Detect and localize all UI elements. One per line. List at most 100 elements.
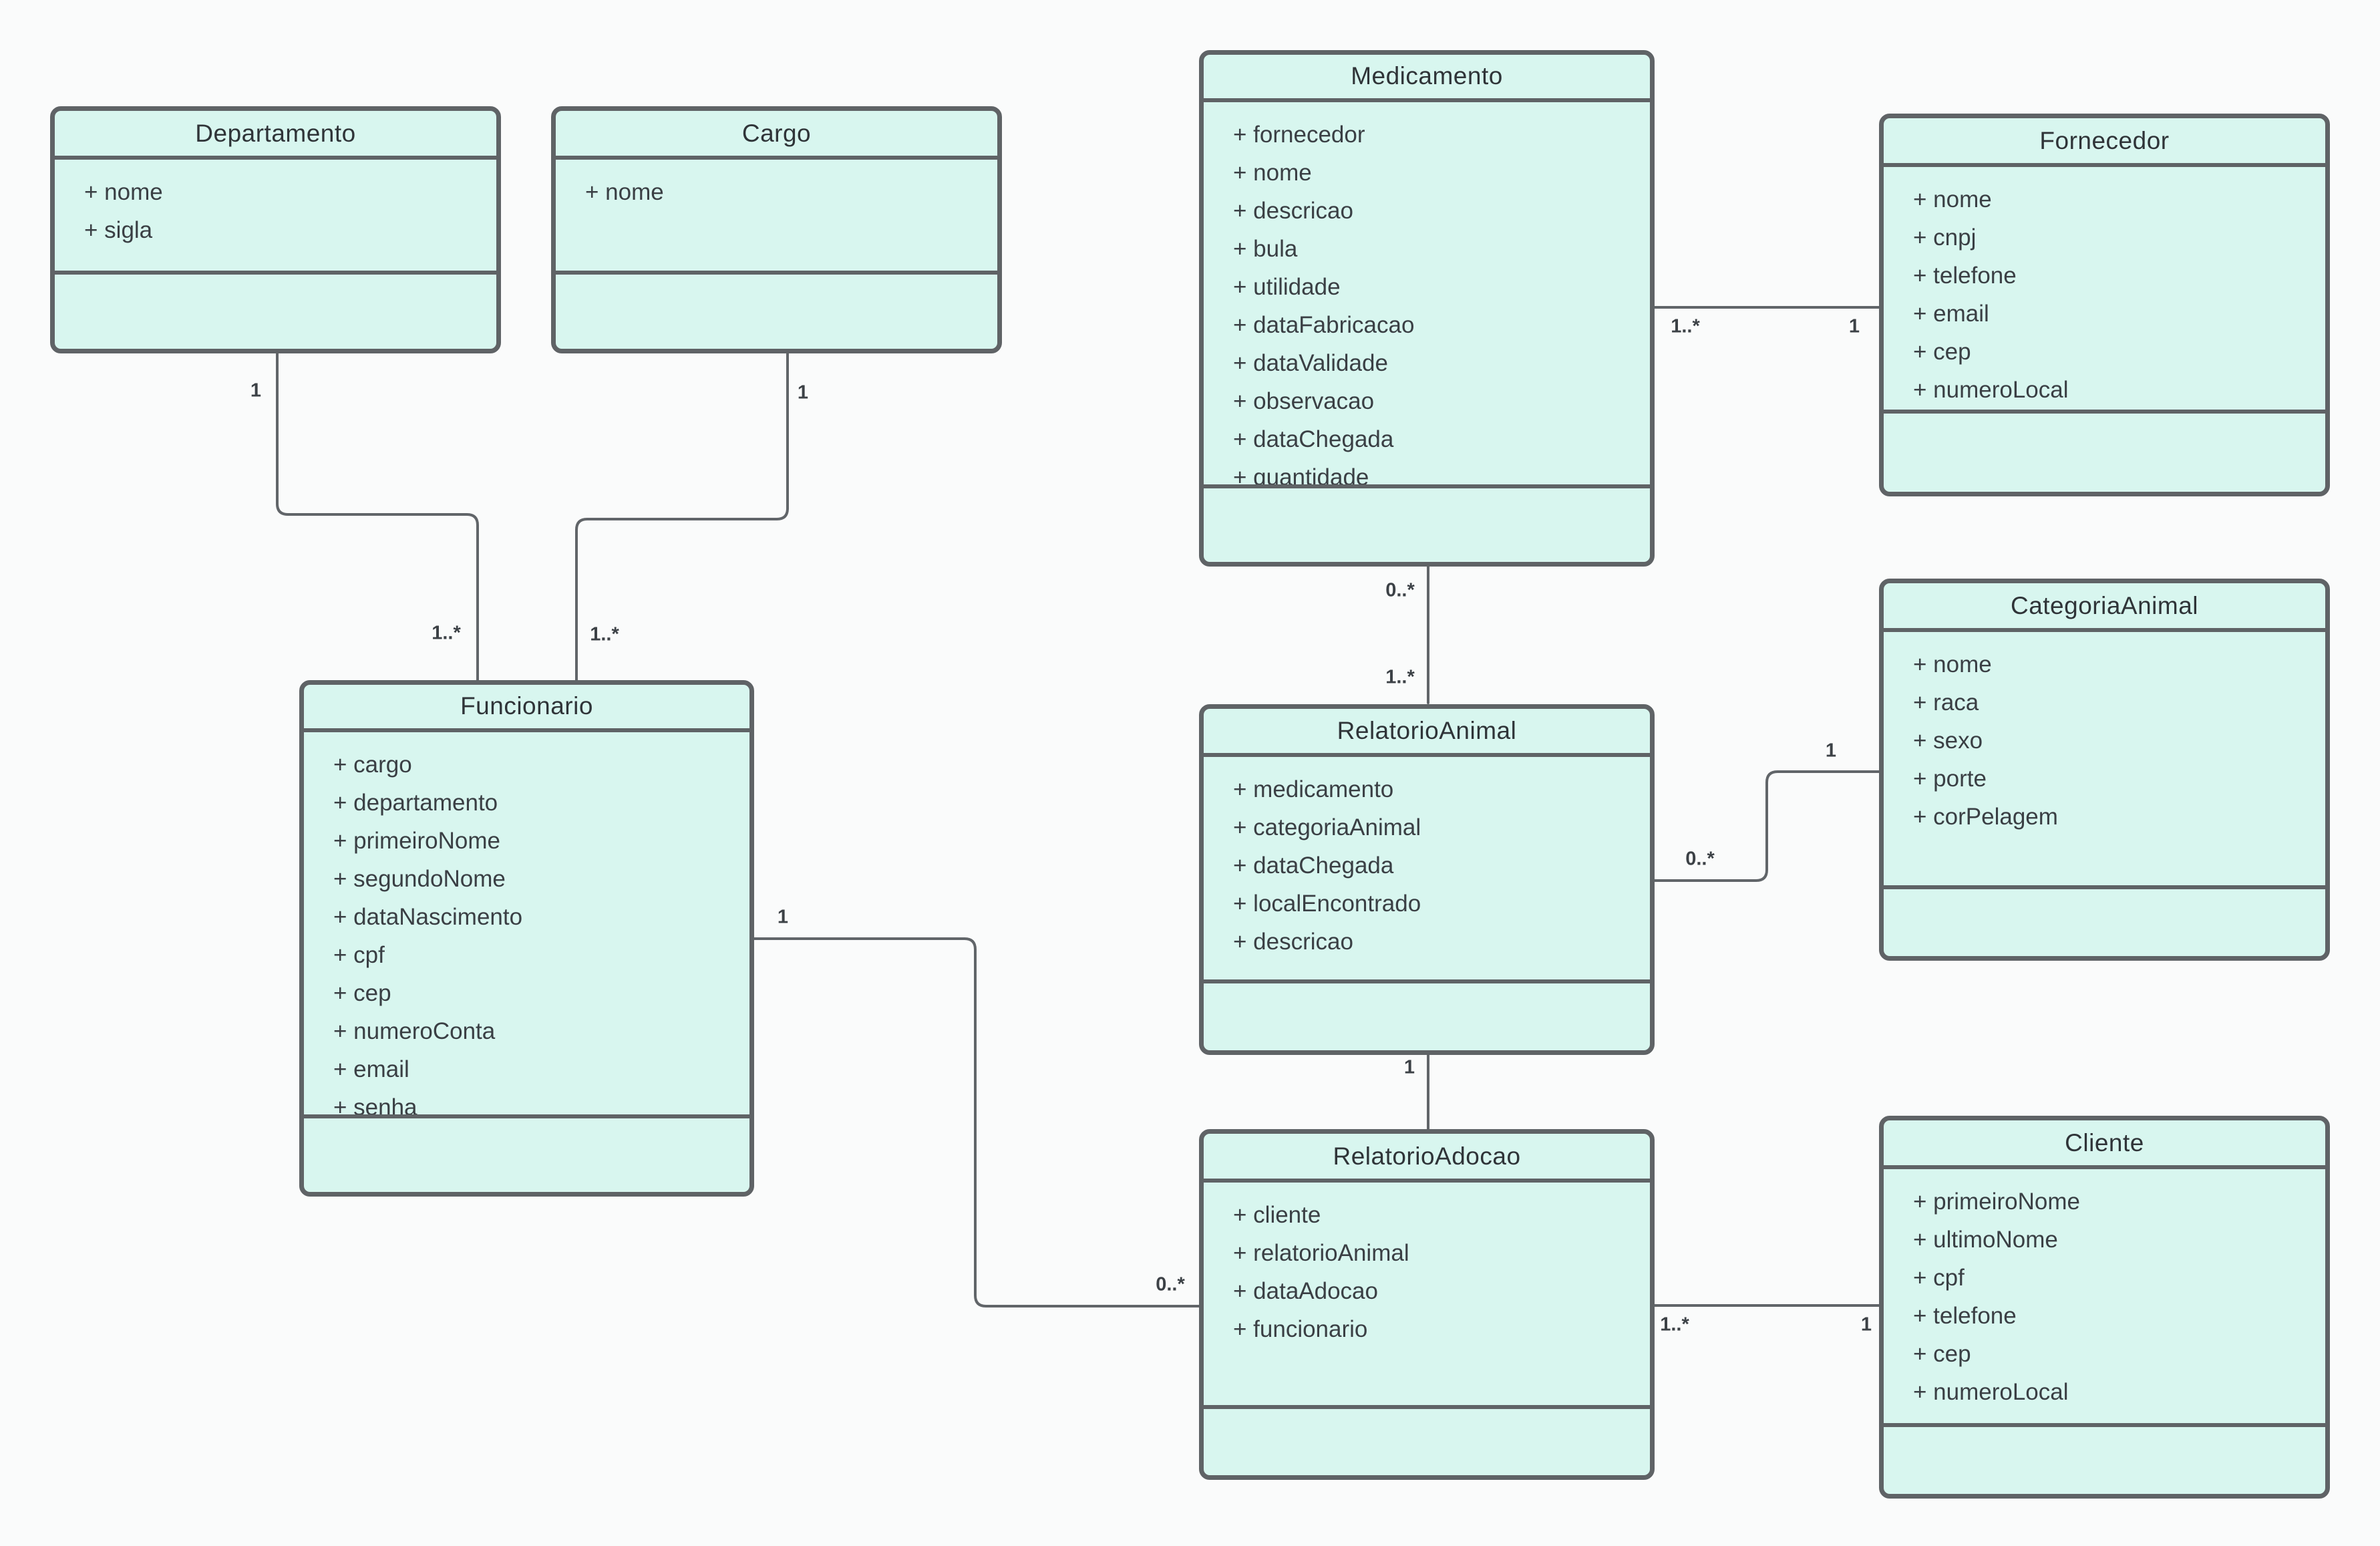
attribute: + nome (1913, 186, 1992, 212)
attribute: + fornecedor (1233, 121, 1365, 148)
connector-departamento-funcionario[interactable] (276, 352, 479, 681)
class-title-cargo: Cargo (556, 111, 997, 160)
class-attributes-departamento: + nome + sigla (55, 160, 496, 271)
attribute: + telefone (1913, 263, 2017, 289)
class-methods-relatorioanimal (1204, 979, 1650, 1050)
class-methods-cliente (1884, 1423, 2325, 1494)
attribute: + bula (1233, 235, 1298, 262)
attribute: + email (333, 1056, 409, 1082)
class-methods-relatorioadocao (1204, 1405, 1650, 1475)
class-attributes-funcionario: + cargo + departamento + primeiroNome + seg… (304, 732, 749, 1115)
attribute: + telefone (1913, 1303, 2017, 1329)
attribute: + porte (1913, 766, 1987, 792)
attribute: + dataChegada (1233, 426, 1394, 452)
multiplicity-label-relatorioadocao-cliente-1[interactable]: 1 (1860, 1313, 1872, 1336)
attribute: + corPelagem (1913, 804, 2058, 830)
attribute: + numeroLocal (1913, 1379, 2069, 1405)
class-attributes-relatorioanimal: + medicamento + categoriaAnimal + dataCheg… (1204, 757, 1650, 979)
attribute: + relatorioAnimal (1233, 1240, 1409, 1266)
class-title-categoriaanimal: CategoriaAnimal (1884, 583, 2325, 632)
attribute: + dataFabricacao (1233, 311, 1415, 338)
multiplicity-label-medicamento-fornecedor-0[interactable]: 1..* (1671, 315, 1700, 337)
multiplicity-label-medicamento-relatorioanimal-1[interactable]: 1..* (1385, 666, 1415, 688)
attribute: + senha (333, 1094, 417, 1115)
attribute: + quantidade (1233, 464, 1369, 484)
connector-funcionario-relatorioadocao[interactable] (753, 937, 1200, 1307)
attribute: + dataChegada (1233, 853, 1394, 879)
class-title-fornecedor: Fornecedor (1884, 118, 2325, 167)
class-title-funcionario: Funcionario (304, 685, 749, 732)
class-attributes-medicamento: + fornecedor+ nome+ descricao+ bula+ uti… (1204, 102, 1650, 484)
multiplicity-label-departamento-funcionario-0[interactable]: 1 (250, 379, 262, 402)
attribute: + medicamento (1233, 776, 1394, 802)
class-title-cliente: Cliente (1884, 1120, 2325, 1169)
multiplicity-label-medicamento-fornecedor-1[interactable]: 1 (1848, 315, 1860, 337)
attribute: + cargo (333, 751, 412, 778)
attribute: + nome (585, 179, 664, 205)
multiplicity-label-cargo-funcionario-1[interactable]: 1..* (590, 623, 619, 645)
attribute: + numeroLocal (1913, 377, 2069, 403)
attribute: + observacao (1233, 388, 1375, 414)
multiplicity-label-medicamento-relatorioanimal-0[interactable]: 0..* (1385, 579, 1415, 601)
connector-relatorioanimal-categoriaanimal[interactable] (1653, 770, 1880, 882)
attribute: + primeiroNome (333, 827, 500, 854)
attribute: + sigla (84, 217, 153, 243)
attribute: + nome (1913, 651, 1992, 677)
class-relatorioanimal[interactable]: RelatorioAnimal + medicamento + categoriaA… (1199, 704, 1655, 1055)
connector-cargo-funcionario[interactable] (575, 352, 789, 681)
attribute: + cliente (1233, 1202, 1321, 1228)
class-title-relatorioadocao: RelatorioAdocao (1204, 1134, 1650, 1183)
attribute: + cnpj (1913, 224, 1977, 251)
class-attributes-cliente: + primeiroNome+ ultimoNome+ cpf+ telefon… (1884, 1169, 2325, 1423)
attribute: + dataValidade (1233, 349, 1388, 376)
attribute: + localEncontrado (1233, 891, 1421, 917)
attribute: + dataNascimento (333, 903, 523, 930)
attribute: + cpf (333, 941, 385, 968)
multiplicity-label-cargo-funcionario-0[interactable]: 1 (797, 381, 809, 404)
class-attributes-fornecedor: + nome + cnpj + telefone + email + cep + nume… (1884, 167, 2325, 410)
multiplicity-label-relatorioadocao-cliente-0[interactable]: 1..* (1660, 1313, 1689, 1336)
attribute: + utilidade (1233, 273, 1341, 300)
multiplicity-label-departamento-funcionario-1[interactable]: 1..* (432, 622, 461, 644)
class-cliente[interactable]: Cliente+ primeiroNome+ ultimoNome+ cpf+ … (1879, 1116, 2330, 1499)
attribute: + sexo (1913, 728, 1983, 754)
attribute: + nome (84, 179, 163, 205)
class-categoriaanimal[interactable]: CategoriaAnimal + nome + raca + sexo + porte… (1879, 579, 2330, 961)
attribute: + cep (1913, 1341, 1971, 1367)
class-medicamento[interactable]: Medicamento+ fornecedor+ nome+ descricao… (1199, 50, 1655, 567)
class-attributes-relatorioadocao: + cliente + relatorioAnimal + dataAdocao + … (1204, 1183, 1650, 1405)
multiplicity-label-relatorioanimal-categoriaanimal-1[interactable]: 1 (1825, 740, 1837, 762)
class-attributes-categoriaanimal: + nome + raca + sexo + porte + corPelagem (1884, 632, 2325, 885)
attribute: + dataAdocao (1233, 1278, 1378, 1304)
attribute: + segundoNome (333, 865, 506, 892)
class-title-relatorioanimal: RelatorioAnimal (1204, 709, 1650, 757)
attribute: + raca (1913, 689, 1979, 716)
multiplicity-label-funcionario-relatorioadocao-1[interactable]: 0..* (1156, 1273, 1185, 1295)
class-relatorioadocao[interactable]: RelatorioAdocao + cliente + relatorioAnima… (1199, 1129, 1655, 1480)
class-cargo[interactable]: Cargo + nome (551, 106, 1002, 353)
attribute: + primeiroNome (1913, 1189, 2080, 1215)
class-title-departamento: Departamento (55, 111, 496, 160)
class-methods-categoriaanimal (1884, 885, 2325, 956)
class-methods-departamento (55, 271, 496, 349)
class-departamento[interactable]: Departamento + nome + sigla (50, 106, 501, 353)
multiplicity-label-funcionario-relatorioadocao-0[interactable]: 1 (777, 906, 789, 928)
multiplicity-label-relatorioanimal-relatorioadocao-0[interactable]: 1 (1403, 1056, 1415, 1078)
multiplicity-label-relatorioanimal-categoriaanimal-0[interactable]: 0..* (1685, 848, 1715, 870)
attribute: + email (1913, 301, 1989, 327)
attribute: + numeroConta (333, 1018, 496, 1044)
attribute: + departamento (333, 789, 498, 816)
attribute: + ultimoNome (1913, 1227, 2058, 1253)
class-attributes-cargo: + nome (556, 160, 997, 271)
class-title-medicamento: Medicamento (1204, 55, 1650, 102)
attribute: + cep (1913, 339, 1971, 365)
class-methods-fornecedor (1884, 410, 2325, 492)
attribute: + categoriaAnimal (1233, 814, 1421, 840)
attribute: + cep (333, 979, 391, 1006)
attribute: + nome (1233, 159, 1312, 186)
class-fornecedor[interactable]: Fornecedor+ nome+ cnpj+ telefone+ email+… (1879, 114, 2330, 496)
class-funcionario[interactable]: Funcionario + cargo + departamento + primei… (299, 680, 754, 1197)
attribute: + funcionario (1233, 1316, 1368, 1342)
